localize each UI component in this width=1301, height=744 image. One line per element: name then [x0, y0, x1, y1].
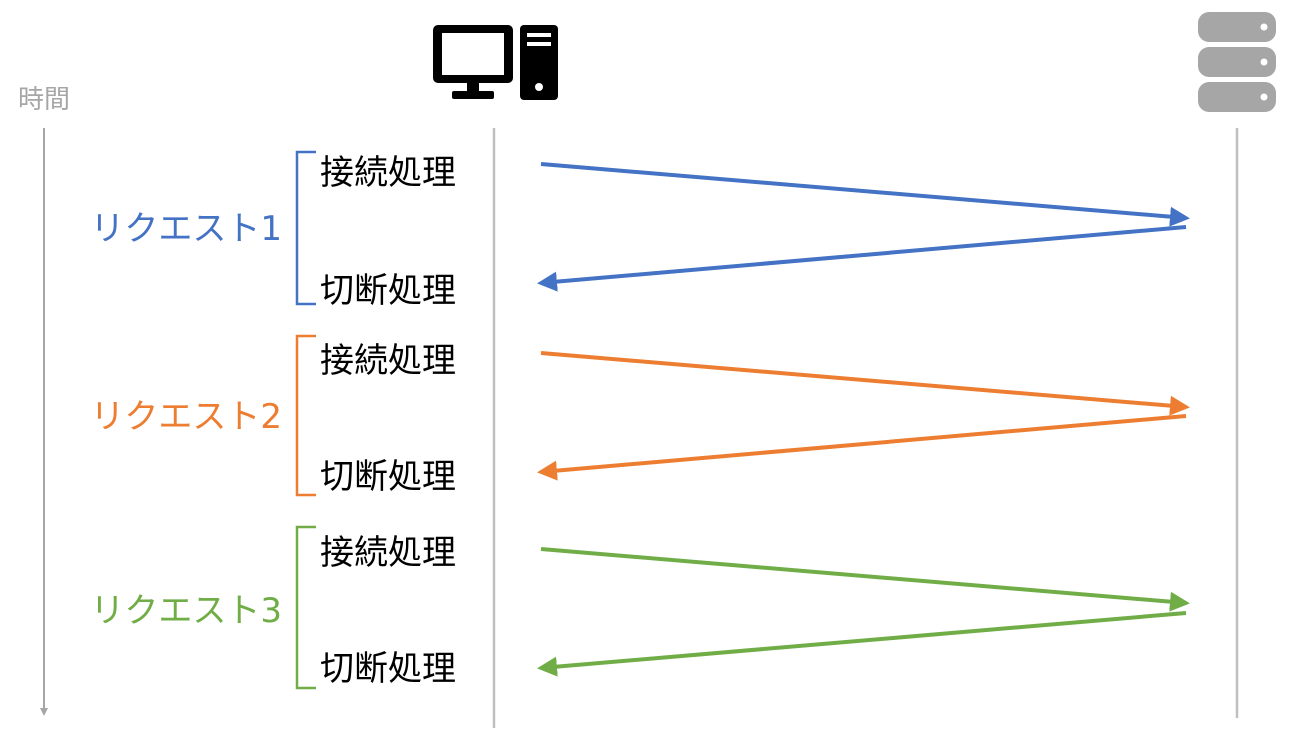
connect-label: 接続処理 — [320, 533, 456, 573]
disconnect-arrow — [537, 414, 1187, 481]
connect-arrow — [540, 547, 1190, 612]
request-bracket — [295, 334, 316, 497]
connect-arrow — [540, 351, 1190, 416]
connect-arrow — [540, 162, 1190, 227]
disconnect-label: 切断処理 — [320, 649, 456, 689]
request-label: リクエスト3 — [90, 591, 282, 631]
disconnect-label: 切断処理 — [320, 457, 456, 497]
request-label: リクエスト1 — [90, 209, 282, 249]
request-group-1: リクエスト1 接続処理 切断処理 — [90, 150, 1190, 311]
request-bracket — [295, 150, 316, 306]
request-bracket — [295, 525, 316, 690]
request-group-2: リクエスト2 接続処理 切断処理 — [90, 334, 1190, 497]
connect-label: 接続処理 — [320, 341, 456, 381]
database-server-icon — [1198, 12, 1276, 112]
disconnect-arrow — [537, 611, 1187, 677]
connect-label: 接続処理 — [320, 153, 456, 193]
request-group-3: リクエスト3 接続処理 切断処理 — [90, 525, 1190, 690]
disconnect-arrow — [537, 225, 1187, 292]
desktop-computer-icon — [433, 25, 558, 100]
time-axis-label: 時間 — [18, 85, 70, 115]
disconnect-label: 切断処理 — [320, 271, 456, 311]
request-label: リクエスト2 — [90, 397, 282, 437]
